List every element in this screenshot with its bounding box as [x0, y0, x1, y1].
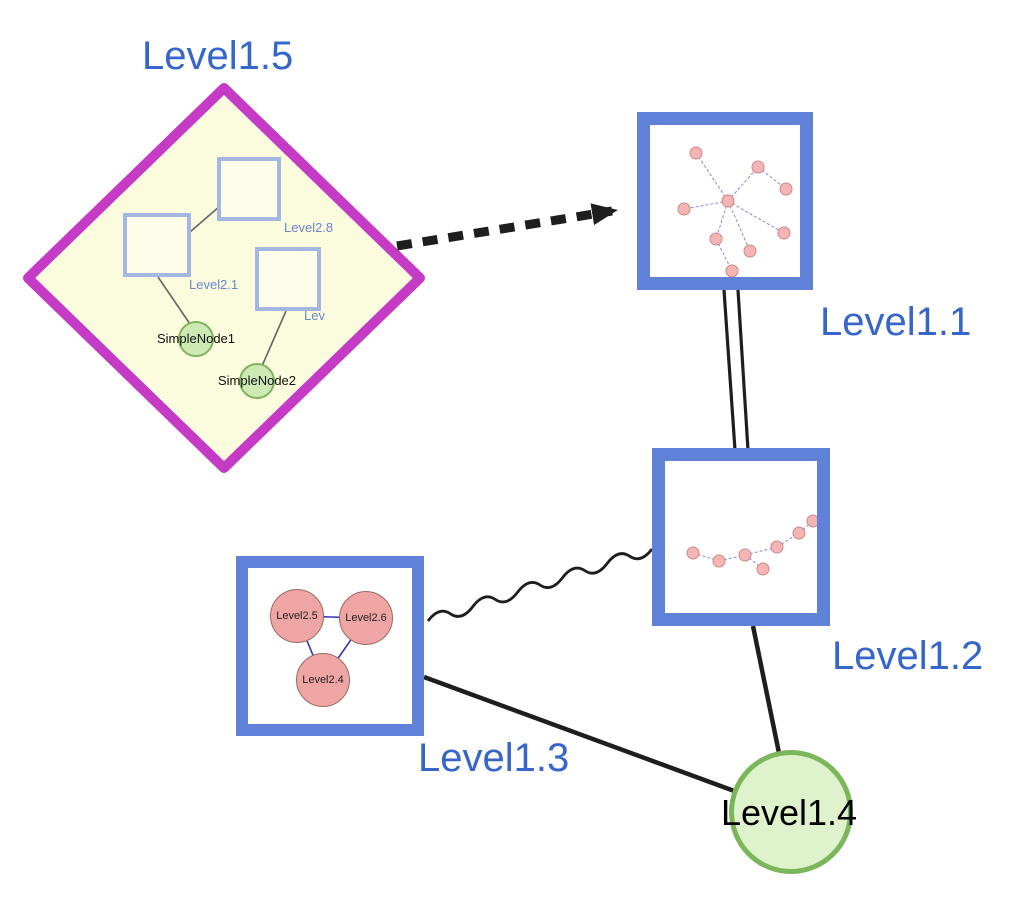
node-level1-3[interactable]: Level2.5 Level2.6 Level2.4: [236, 556, 424, 736]
label-level2-x-clipped: Lev: [304, 308, 325, 323]
label-level1-4: Level1.4: [720, 792, 858, 833]
edge-level13-level14[interactable]: [423, 674, 738, 795]
label-level2-4: Level2.4: [302, 674, 344, 686]
label-level1-1: Level1.1: [820, 300, 972, 344]
label-simplenode2: SimpleNode2: [217, 373, 297, 388]
label-level2-6: Level2.6: [345, 612, 387, 624]
node-level1-2[interactable]: [652, 448, 830, 626]
level1-2-mini-graph: [686, 514, 820, 576]
label-level1-3: Level1.3: [418, 736, 570, 780]
edge-level11-level12[interactable]: [722, 289, 750, 451]
edge-lev-simplenode2[interactable]: [261, 310, 287, 367]
edge-level15-level11[interactable]: [396, 203, 618, 251]
label-simplenode1: SimpleNode1: [156, 331, 236, 346]
label-level1-5: Level1.5: [142, 34, 294, 78]
node-level2-1[interactable]: [123, 213, 191, 277]
node-simplenode2[interactable]: [239, 363, 275, 399]
node-simplenode1[interactable]: [178, 321, 214, 357]
mini-graph-nodes: [677, 146, 793, 278]
label-level2-8: Level2.8: [284, 220, 334, 235]
node-level2-5[interactable]: Level2.5: [270, 589, 324, 643]
label-level2-1: Level2.1: [189, 277, 239, 292]
node-level2-x[interactable]: [255, 247, 321, 311]
edge-level21-level28[interactable]: [189, 205, 221, 233]
node-level2-4[interactable]: Level2.4: [296, 653, 350, 707]
label-level1-2: Level1.2: [832, 634, 984, 678]
mini-graph-edges: [683, 152, 787, 272]
diamond-inner-edges: [157, 205, 287, 367]
node-level1-1[interactable]: [637, 112, 813, 290]
node-level2-6[interactable]: Level2.6: [339, 591, 393, 645]
group-node-level1-5-diamond[interactable]: [23, 83, 425, 473]
node-level1-4[interactable]: [729, 750, 853, 874]
edge-level21-simplenode1[interactable]: [157, 276, 191, 325]
node-level2-8[interactable]: [217, 157, 281, 221]
mini-graph-nodes: [686, 514, 820, 576]
edge-level12-level14[interactable]: [750, 625, 782, 754]
edge-level13-level12[interactable]: [426, 548, 654, 622]
level1-1-mini-graph: [677, 146, 793, 278]
label-level2-5: Level2.5: [276, 610, 318, 622]
